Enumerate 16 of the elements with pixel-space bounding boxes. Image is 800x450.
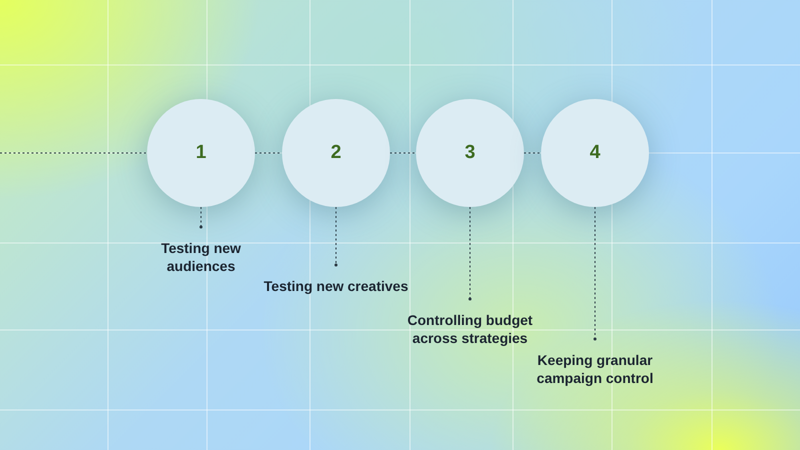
step-number: 1 — [196, 142, 206, 164]
step-number: 3 — [464, 142, 476, 164]
dotted-connector — [524, 152, 542, 154]
step-label: Testing new audiences — [160, 239, 242, 275]
step-label: Controlling budget across strategies — [406, 311, 534, 347]
step-number: 4 — [590, 142, 600, 164]
step-label: Keeping granular campaign control — [536, 351, 654, 387]
step-label: Testing new creatives — [264, 277, 408, 295]
leader-line — [334, 206, 338, 266]
step-number: 2 — [330, 142, 342, 164]
leader-line — [200, 206, 202, 228]
leader-line — [594, 206, 596, 340]
dotted-connector — [254, 152, 282, 154]
leader-line — [468, 206, 472, 300]
dotted-connector — [0, 152, 148, 154]
dotted-connector — [390, 152, 416, 154]
